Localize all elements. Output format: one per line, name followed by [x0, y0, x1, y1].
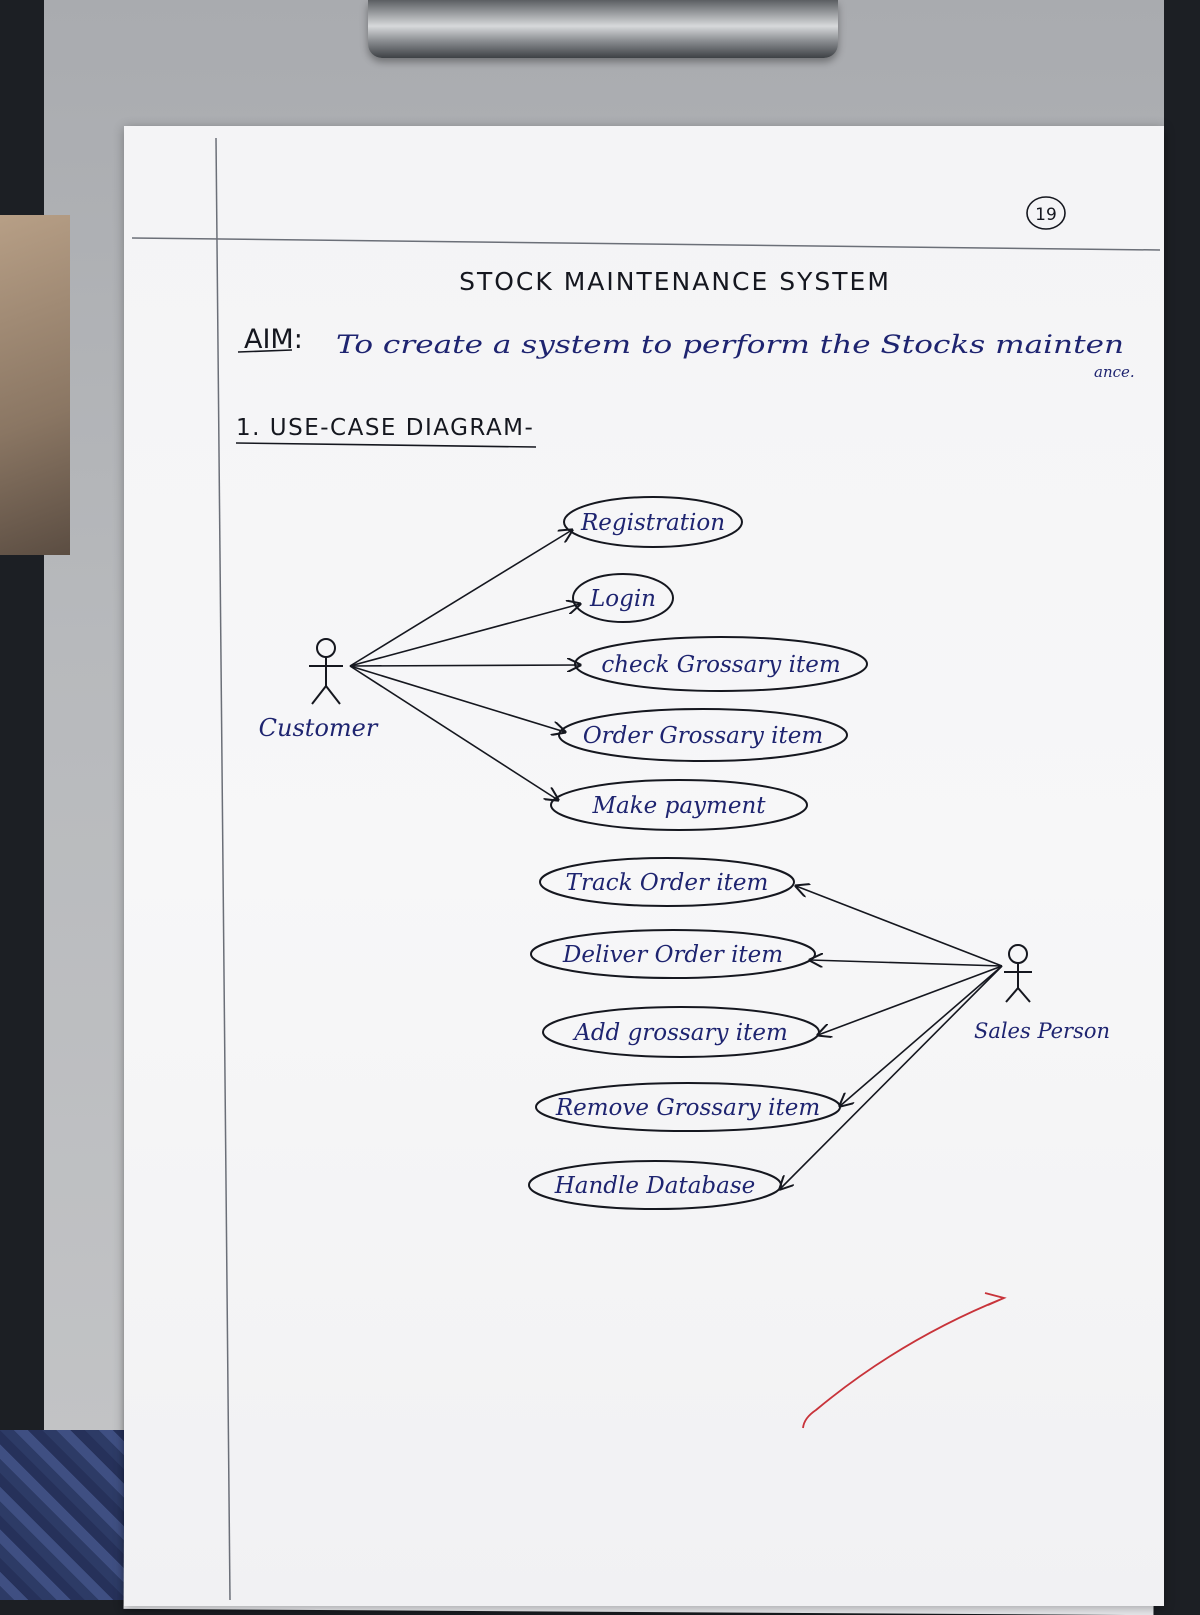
association-sales-person-to-remove-grossary-item — [840, 965, 1003, 1106]
sales-person-actor-figure — [1004, 944, 1032, 1003]
section-heading-underline — [235, 442, 537, 448]
fabric-corner — [0, 1430, 140, 1600]
association-sales-person-to-deliver-order-item — [810, 960, 1003, 966]
use-case-ovals — [528, 496, 868, 1210]
aim-text-continuation: ance. — [1094, 363, 1135, 381]
association-customer-to-login — [349, 604, 580, 667]
aim-underline — [237, 349, 293, 353]
page-number: 19 — [1035, 205, 1057, 225]
use-case-registration-label: Registration — [580, 510, 725, 536]
use-case-registration-oval — [563, 496, 743, 548]
aim-text: To create a system to perform the Stocks… — [336, 330, 1124, 359]
paper-sheet — [124, 126, 1164, 1606]
use-case-handle-database-oval — [528, 1160, 782, 1210]
use-case-remove-grossary-item-label: Remove Grossary item — [555, 1095, 820, 1121]
use-case-deliver-order-item-oval — [530, 929, 816, 979]
use-case-make-payment-oval — [550, 779, 808, 831]
association-sales-person-to-track-order-item — [796, 886, 1003, 967]
use-case-check-grossary-item-label: check Grossary item — [601, 652, 840, 678]
header-line — [131, 237, 1161, 251]
use-case-login-label: Login — [589, 586, 656, 612]
margin-line — [215, 137, 231, 1600]
association-customer-to-registration — [349, 530, 572, 667]
sales-person-actor-label: Sales Person — [974, 1019, 1110, 1043]
desk-surface — [0, 215, 70, 555]
clipboard-clip — [368, 0, 838, 58]
use-case-remove-grossary-item-oval — [535, 1082, 841, 1132]
association-customer-to-check-grossary-item — [349, 665, 580, 666]
use-case-track-order-item-label: Track Order item — [566, 870, 769, 896]
association-lines — [349, 530, 1003, 1189]
association-sales-person-to-add-grossary-item — [818, 965, 1003, 1035]
customer-actor-label: Customer — [259, 714, 379, 742]
use-case-add-grossary-item-label: Add grossary item — [572, 1020, 788, 1046]
use-case-order-grossary-item-oval — [558, 708, 848, 762]
page-number-circle — [1026, 196, 1066, 230]
use-case-make-payment-label: Make payment — [591, 793, 766, 819]
page-title: STOCK MAINTENANCE SYSTEM — [459, 267, 891, 296]
association-customer-to-order-grossary-item — [349, 665, 565, 732]
use-case-check-grossary-item-oval — [574, 636, 868, 692]
customer-actor-figure — [309, 638, 343, 705]
use-case-deliver-order-item-label: Deliver Order item — [562, 942, 783, 968]
red-check-mark — [802, 1292, 1007, 1429]
section-heading: 1. USE-CASE DIAGRAM- — [236, 415, 534, 441]
use-case-track-order-item-oval — [539, 857, 795, 907]
use-case-login-oval — [572, 573, 674, 623]
aim-label: AIM: — [244, 324, 303, 355]
use-case-handle-database-label: Handle Database — [554, 1173, 756, 1199]
use-case-add-grossary-item-oval — [542, 1006, 820, 1058]
use-case-labels: Registration Login check Grossary item O… — [554, 510, 841, 1199]
association-sales-person-to-handle-database — [780, 965, 1003, 1189]
association-customer-to-make-payment — [349, 665, 558, 800]
use-case-order-grossary-item-label: Order Grossary item — [583, 723, 823, 749]
